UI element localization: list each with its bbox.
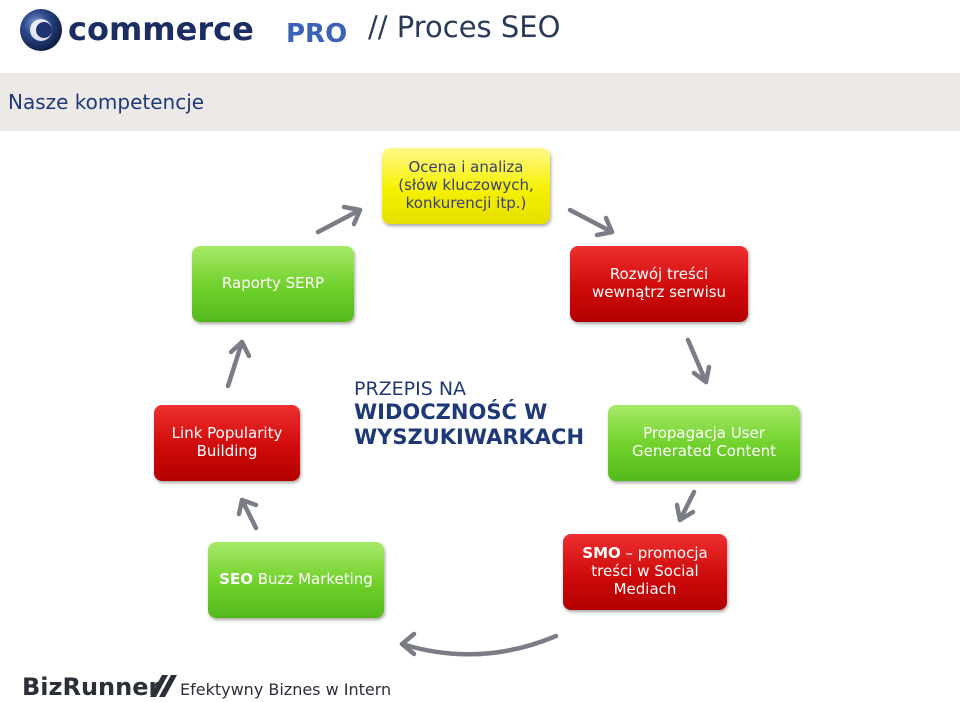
commercepro-logo: commerce PRO — [20, 9, 347, 51]
bizrunner-logo-text: BizRunner — [22, 673, 161, 701]
step-smo: SMO – promocja treści w Social Mediach — [563, 534, 727, 610]
step-buzz: SEO Buzz Marketing — [208, 542, 384, 618]
center-recipe-line-2: WIDOCZNOŚĆ W — [354, 400, 548, 425]
step-content-line-2: wewnątrz serwisu — [591, 283, 727, 301]
section-band — [0, 73, 960, 131]
step-buzz-rest: Buzz Marketing — [252, 570, 373, 589]
step-smo-line-2: treści w Social — [591, 562, 699, 581]
logo-main-text: commerce — [68, 10, 254, 48]
arrow-smo-to-buzz — [399, 631, 559, 657]
section-title: Nasze kompetencje — [8, 90, 205, 114]
arrow-analysis-to-content — [567, 207, 615, 238]
step-smo-line-1: SMO – promocja — [582, 545, 707, 563]
center-recipe: PRZEPIS NA WIDOCZNOŚĆ W WYSZUKIWARKACH — [354, 378, 614, 450]
step-content-line-1: Rozwój treści — [609, 265, 709, 284]
step-serp-line-1: Raporty SERP — [221, 274, 325, 293]
step-analysis-line-2: (słów kluczowych, — [398, 176, 534, 195]
center-recipe-line-3: WYSZUKIWARKACH — [354, 425, 585, 450]
step-analysis-line-1: Ocena i analiza — [408, 158, 524, 177]
step-serp: Raporty SERP — [192, 246, 354, 322]
arrow-ugc-to-smo — [674, 489, 697, 523]
bizrunner-tagline: Efektywny Biznes w Internecie — [180, 680, 392, 699]
arrow-buzz-to-links — [236, 497, 259, 531]
step-content: Rozwój treści wewnątrz serwisu — [570, 246, 748, 322]
arrow-serp-to-analysis — [315, 204, 363, 235]
center-recipe-line-1: PRZEPIS NA — [354, 378, 467, 400]
step-buzz-bold: SEO — [219, 570, 253, 589]
page-title: // Proces SEO — [368, 10, 561, 44]
step-links: Link Popularity Building — [154, 405, 300, 481]
step-smo-rest: – promocja — [620, 544, 708, 563]
logo-accent-text: PRO — [286, 19, 347, 49]
step-analysis-line-3: konkurencji itp.) — [405, 193, 527, 212]
step-smo-bold: SMO — [582, 544, 621, 563]
bizrunner-slash-icon — [150, 675, 177, 697]
step-smo-line-3: Mediach — [613, 579, 677, 598]
bizrunner-logo: BizRunner Efektywny Biznes w Internecie — [22, 673, 392, 701]
step-ugc-line-1: Propagacja User — [643, 424, 765, 443]
step-buzz-line-1: SEO Buzz Marketing — [219, 570, 373, 589]
step-analysis: Ocena i analiza (słów kluczowych, konkur… — [382, 148, 550, 224]
step-ugc: Propagacja User Generated Content — [608, 405, 800, 481]
step-links-line-2: Building — [196, 442, 258, 460]
arrow-links-to-serp — [225, 339, 252, 389]
arrow-content-to-ugc — [685, 337, 712, 385]
step-ugc-line-2: Generated Content — [631, 442, 776, 460]
step-links-line-1: Link Popularity — [171, 424, 283, 443]
